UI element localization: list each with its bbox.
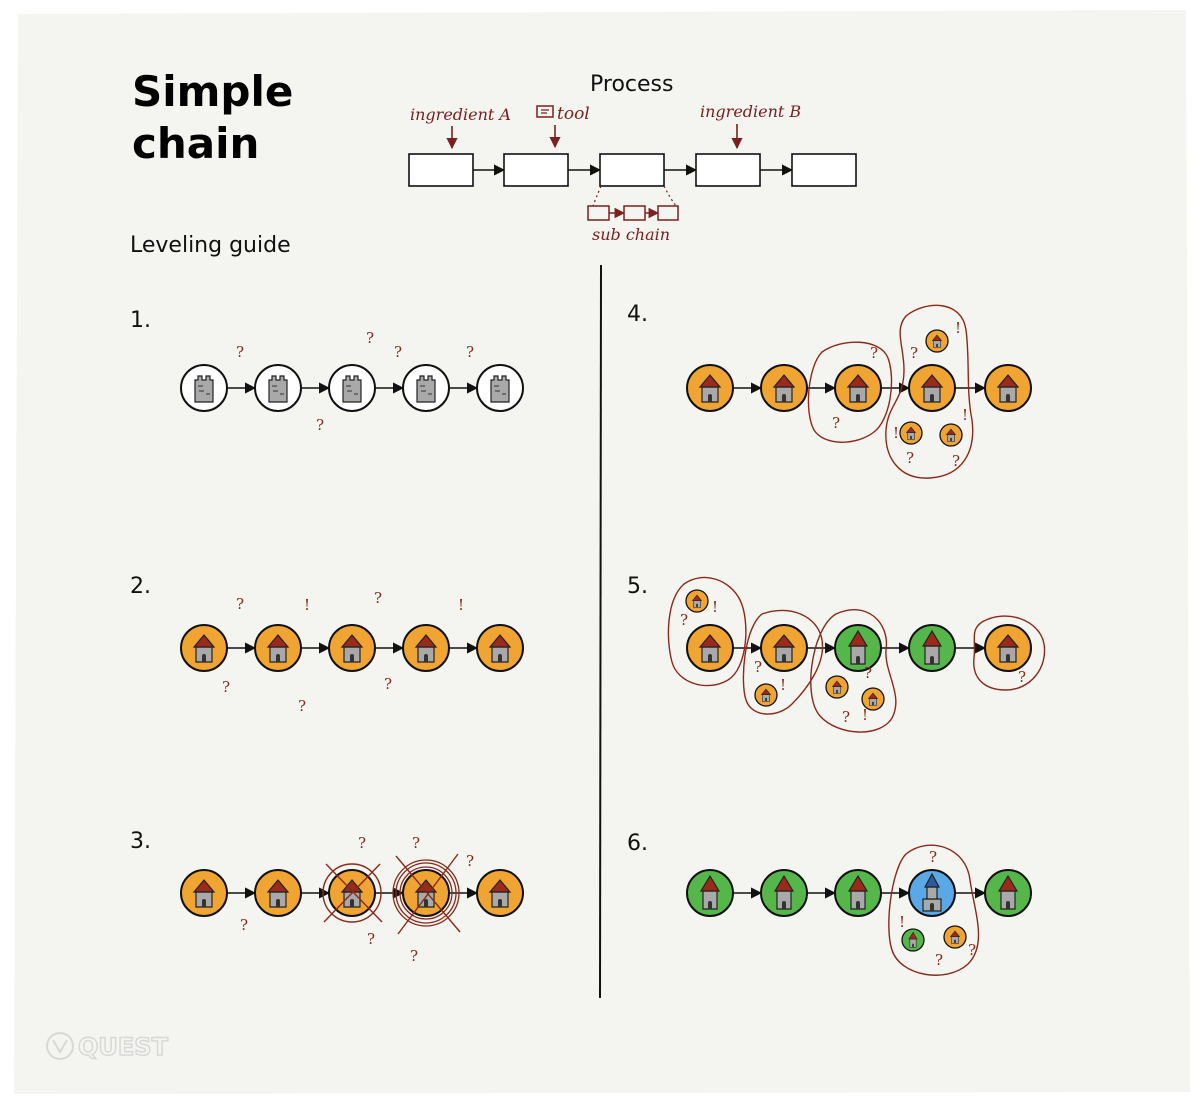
question-mark: ? (754, 658, 762, 676)
paper-sheet (14, 10, 1190, 1094)
tower-icon (342, 375, 362, 403)
question-mark: ? (870, 344, 878, 362)
question-mark: ? (367, 930, 375, 948)
step-1: 1. (130, 308, 524, 412)
question-mark: ? (680, 611, 688, 629)
question-mark: ? (410, 947, 418, 965)
exclamation-mark: ! (862, 706, 868, 724)
strike-line (397, 853, 459, 935)
tower-icon (416, 375, 436, 403)
exclamation-mark: ! (780, 676, 786, 694)
tower-icon (490, 375, 510, 403)
question-mark: ? (952, 452, 960, 470)
broken-node-ring (392, 859, 460, 927)
question-mark: ? (374, 589, 382, 607)
step-label: 2. (130, 574, 151, 599)
step-label: 1. (130, 308, 151, 333)
question-mark: ? (929, 848, 937, 866)
page-title-line2: chain (132, 119, 259, 168)
question-mark: ? (358, 834, 366, 852)
annotation-loop (807, 341, 893, 443)
exclamation-mark: ! (899, 913, 905, 931)
exclamation-mark: ! (893, 424, 899, 442)
annotation-loop (742, 609, 824, 715)
exclamation-mark: ! (955, 319, 961, 337)
tower-icon (194, 375, 214, 403)
tool-label: tool (557, 104, 590, 124)
process-box (503, 153, 569, 187)
step-6: 6. (627, 831, 1032, 917)
question-mark: ? (240, 916, 248, 934)
process-box (408, 153, 474, 187)
step-5: 5. (627, 574, 1032, 672)
question-mark: ? (910, 344, 918, 362)
annotation-loop (667, 576, 747, 687)
sub-chain-connector-right (663, 185, 677, 207)
sub-chain-label: sub chain (592, 225, 670, 244)
exclamation-mark: ! (304, 596, 310, 614)
step-label: 3. (130, 829, 151, 854)
broken-node-ring (395, 862, 457, 924)
exclamation-mark: ! (962, 406, 968, 424)
strike-line (325, 863, 383, 923)
question-mark: ? (316, 416, 324, 434)
ingredient-a-label: ingredient A (410, 105, 511, 124)
annotation-loop (973, 615, 1046, 691)
step-label: 5. (627, 574, 648, 599)
question-mark: ? (968, 941, 976, 959)
question-mark: ? (466, 852, 474, 870)
question-mark: ? (842, 708, 850, 726)
question-mark: ? (412, 834, 420, 852)
ingredient-b-label: ingredient B (700, 102, 801, 121)
broken-node-ring (322, 863, 382, 923)
quest-logo: QUEST (46, 1032, 169, 1062)
question-mark: ? (222, 678, 230, 696)
exclamation-mark: ! (458, 596, 464, 614)
annotations: ??????!?!?????????!???!!??!??!?!???!?? (222, 304, 1046, 976)
exclamation-mark: ! (712, 598, 718, 616)
process-box (791, 153, 857, 187)
tool-icon (536, 105, 554, 118)
question-mark: ? (236, 343, 244, 361)
question-mark: ? (1018, 668, 1026, 686)
leveling-guide-title: Leveling guide (130, 233, 291, 258)
annotation-loop (885, 304, 974, 479)
step-label: 4. (627, 302, 648, 327)
question-mark: ? (935, 951, 943, 969)
leveling-steps: 1. 2. 3. 4. 5. 6. (130, 302, 1032, 917)
question-mark: ? (298, 697, 306, 715)
annotation-loop (888, 844, 980, 976)
question-mark: ? (384, 675, 392, 693)
step-4: 4. (627, 302, 1032, 412)
step-2: 2. (130, 574, 524, 672)
process-title: Process (590, 72, 673, 97)
process-box (599, 153, 665, 187)
broken-node-ring (399, 866, 453, 920)
annotation-loop (810, 608, 897, 733)
question-mark: ? (906, 449, 914, 467)
process-chain (408, 153, 857, 187)
question-mark: ? (832, 414, 840, 432)
question-mark: ? (864, 664, 872, 682)
process-box (695, 153, 761, 187)
watermark-text: QUEST (78, 1033, 169, 1061)
question-mark: ? (366, 329, 374, 347)
strike-line (323, 863, 381, 923)
column-divider (599, 264, 602, 999)
sub-chain-connector-left (592, 185, 602, 207)
question-mark: ? (394, 343, 402, 361)
sub-chain-boxes (587, 205, 679, 221)
tower-icon (268, 375, 288, 403)
step-label: 6. (627, 831, 648, 856)
question-mark: ? (466, 343, 474, 361)
question-mark: ? (236, 595, 244, 613)
page-title-line1: Simple (132, 67, 293, 116)
